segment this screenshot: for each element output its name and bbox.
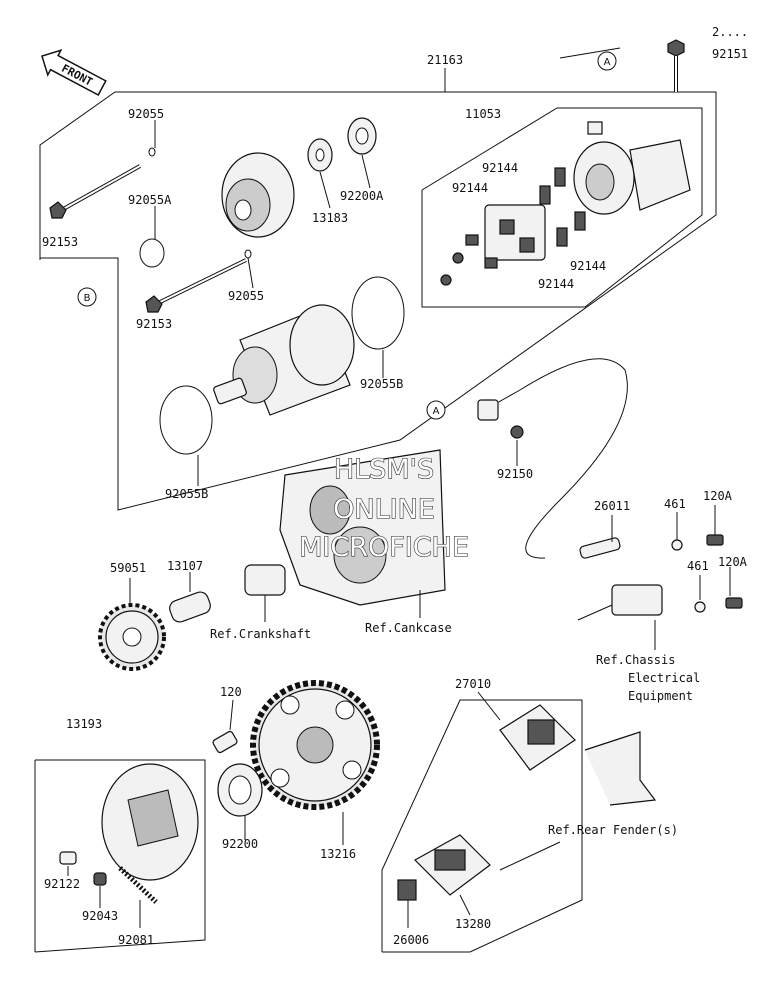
front-arrow-icon: FRONT [41, 49, 107, 97]
label-92200a: 92200A [340, 189, 384, 203]
label-92153-mid: 92153 [136, 317, 172, 331]
label-27010: 27010 [455, 677, 491, 691]
o-ring-92055a [139, 238, 165, 268]
label-92043: 92043 [82, 909, 118, 923]
label-92055b-left: 92055B [165, 487, 208, 501]
label-92144-2: 92144 [452, 181, 488, 195]
o-ring-small-mid [244, 249, 252, 259]
washer-92200a [347, 117, 377, 155]
ref-chassis-line2: Electrical [628, 671, 700, 685]
long-bolt-mid [145, 258, 247, 313]
roller-92122 [59, 851, 77, 865]
collar-13107 [169, 591, 211, 623]
bolt-120a-top [706, 534, 724, 546]
assembly-outline-lines [34, 68, 717, 953]
label-461-top: 461 [664, 497, 686, 511]
label-92055b-right: 92055B [360, 377, 403, 391]
label-13193: 13193 [66, 717, 102, 731]
label-92151: 92151 [712, 47, 748, 61]
o-ring-92055b-right [351, 276, 405, 350]
label-120a-bot: 120A [718, 555, 748, 569]
ref-crankcase: Ref.Cankcase [365, 621, 452, 635]
label-92055-top: 92055 [128, 107, 164, 121]
wire-lead-26011 [579, 537, 621, 559]
gear-59051 [98, 603, 166, 671]
callout-a-top: A [597, 51, 617, 71]
starter-clutch-gear-13216 [250, 680, 380, 810]
svg-text:HLSM'S: HLSM'S [334, 454, 434, 485]
washer-461-top [671, 539, 683, 551]
svg-text:B: B [84, 293, 91, 304]
leader-lines [67, 47, 731, 928]
ref-crankshaft: Ref.Crankshaft [210, 627, 311, 641]
long-bolt-top [49, 164, 141, 219]
label-92200: 92200 [222, 837, 258, 851]
svg-text:MICROFICHE: MICROFICHE [299, 532, 469, 563]
label-13107: 13107 [167, 559, 203, 573]
callout-a-mid: A [426, 400, 446, 420]
starter-relay-27010 [499, 704, 576, 771]
relay-cover-13280 [414, 834, 491, 896]
brush-holder-assembly [440, 204, 546, 286]
partial-top-label: 2.... [712, 25, 748, 39]
starter-motor-body [213, 304, 355, 416]
svg-text:A: A [604, 57, 611, 68]
label-13216: 13216 [320, 847, 356, 861]
label-59051: 59051 [110, 561, 146, 575]
brush-springs [539, 167, 586, 247]
washer-13183 [307, 138, 333, 172]
label-13280: 13280 [455, 917, 491, 931]
label-92055a: 92055A [128, 193, 172, 207]
ref-chassis-line3: Equipment [628, 689, 693, 703]
label-92055-mid: 92055 [228, 289, 264, 303]
label-92081: 92081 [118, 933, 154, 947]
label-120: 120 [220, 685, 242, 699]
starter-clutch-13193 [101, 763, 199, 881]
label-11053: 11053 [465, 107, 501, 121]
washer-92200 [217, 763, 263, 817]
label-92144-1: 92144 [482, 161, 518, 175]
ref-rear-fender: Ref.Rear Fender(s) [548, 823, 678, 837]
label-21163: 21163 [427, 53, 463, 67]
label-26006: 26006 [393, 933, 429, 947]
label-92150: 92150 [497, 467, 533, 481]
label-92144-4: 92144 [538, 277, 574, 291]
washer-461-bot [694, 601, 706, 613]
label-13183: 13183 [312, 211, 348, 225]
spring-92081 [118, 866, 158, 904]
starter-cable [477, 358, 628, 559]
o-ring-92055b-left [159, 385, 213, 455]
label-461-bot: 461 [687, 559, 709, 573]
bolt-92151 [667, 39, 685, 92]
label-92153-top: 92153 [42, 235, 78, 249]
label-26011: 26011 [594, 499, 630, 513]
starter-end-cover [221, 152, 295, 238]
ref-chassis-line1: Ref.Chassis [596, 653, 675, 667]
o-ring-small-top [148, 147, 156, 157]
label-92144-3: 92144 [570, 259, 606, 273]
crankcase-housing [244, 449, 446, 606]
starter-front-housing [573, 121, 691, 215]
relay-bracket [584, 731, 657, 806]
fuse-26006 [397, 879, 417, 901]
bolt-120a-bot [725, 597, 743, 609]
watermark: HLSM'S ONLINE MICROFICHE [299, 453, 470, 563]
svg-text:ONLINE: ONLINE [333, 494, 435, 525]
callout-b: B [77, 287, 97, 307]
label-120a-top: 120A [703, 489, 733, 503]
svg-text:A: A [433, 406, 440, 417]
switch-27010-lead [577, 584, 663, 621]
label-92122: 92122 [44, 877, 80, 891]
bolt-120 [212, 730, 238, 754]
plunger-92043 [93, 872, 107, 886]
